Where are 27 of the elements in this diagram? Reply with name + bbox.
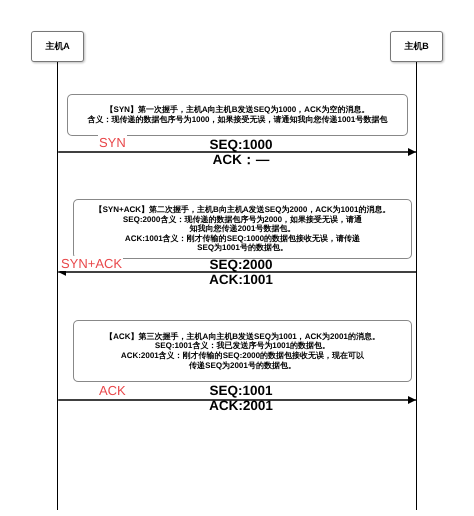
note-box — [67, 94, 408, 136]
note-box — [73, 199, 412, 259]
arrow — [58, 396, 416, 404]
edge-label: SYN — [98, 135, 127, 150]
note-heading: 【SYN+ACK】第二次握手，主机B向主机A发送SEQ为2000，ACK为1001的消息。 — [94, 205, 390, 215]
edge-label: SYN+ACK — [60, 256, 124, 271]
edge-label: ACK — [98, 383, 127, 398]
note-heading: 【SYN】第一次握手，主机A向主机B发送SEQ为1000，ACK为空的消息。 — [105, 105, 370, 115]
message-label: SEQ:2000 — [209, 258, 273, 272]
message-label: ACK：— — [212, 153, 270, 167]
note-text: 含义：现传递的数据包序号为1000，如果接受无误，请通知我向您传递1001号数据包 — [88, 115, 388, 125]
arrow — [58, 268, 416, 276]
message-label: SEQ:1000 — [209, 138, 273, 152]
note-heading: 【ACK】第三次握手，主机A向主机B发送SEQ为1001，ACK为2001的消息。 — [105, 332, 380, 341]
note-box — [73, 320, 412, 382]
note-text: SEQ:1001含义：我已发送序号为1001的数据包。 — [154, 341, 330, 351]
note-text: ACK:2001含义：刚才传输的SEQ:2000的数据包接收无误，现在可以传递SEQ为2001号的数据包。 — [120, 351, 366, 370]
lifeline — [416, 62, 418, 510]
host-box: 主机B — [390, 31, 443, 62]
message-label: SEQ:1001 — [209, 384, 273, 398]
note-text: ACK:1001含义：刚才传输的SEQ:1000的数据包接收无误，请传递SEQ为1001号的数据包。 — [124, 234, 362, 253]
host-box: 主机A — [31, 31, 84, 62]
message-label: ACK:2001 — [209, 399, 273, 413]
arrow — [58, 148, 416, 156]
lifeline — [57, 62, 58, 510]
message-label: ACK:1001 — [209, 273, 273, 287]
note-text: SEQ:2000含义：现传递的数据包序号为2000，如果接受无误，请通知我向您传递2001号数据包。 — [122, 214, 362, 234]
